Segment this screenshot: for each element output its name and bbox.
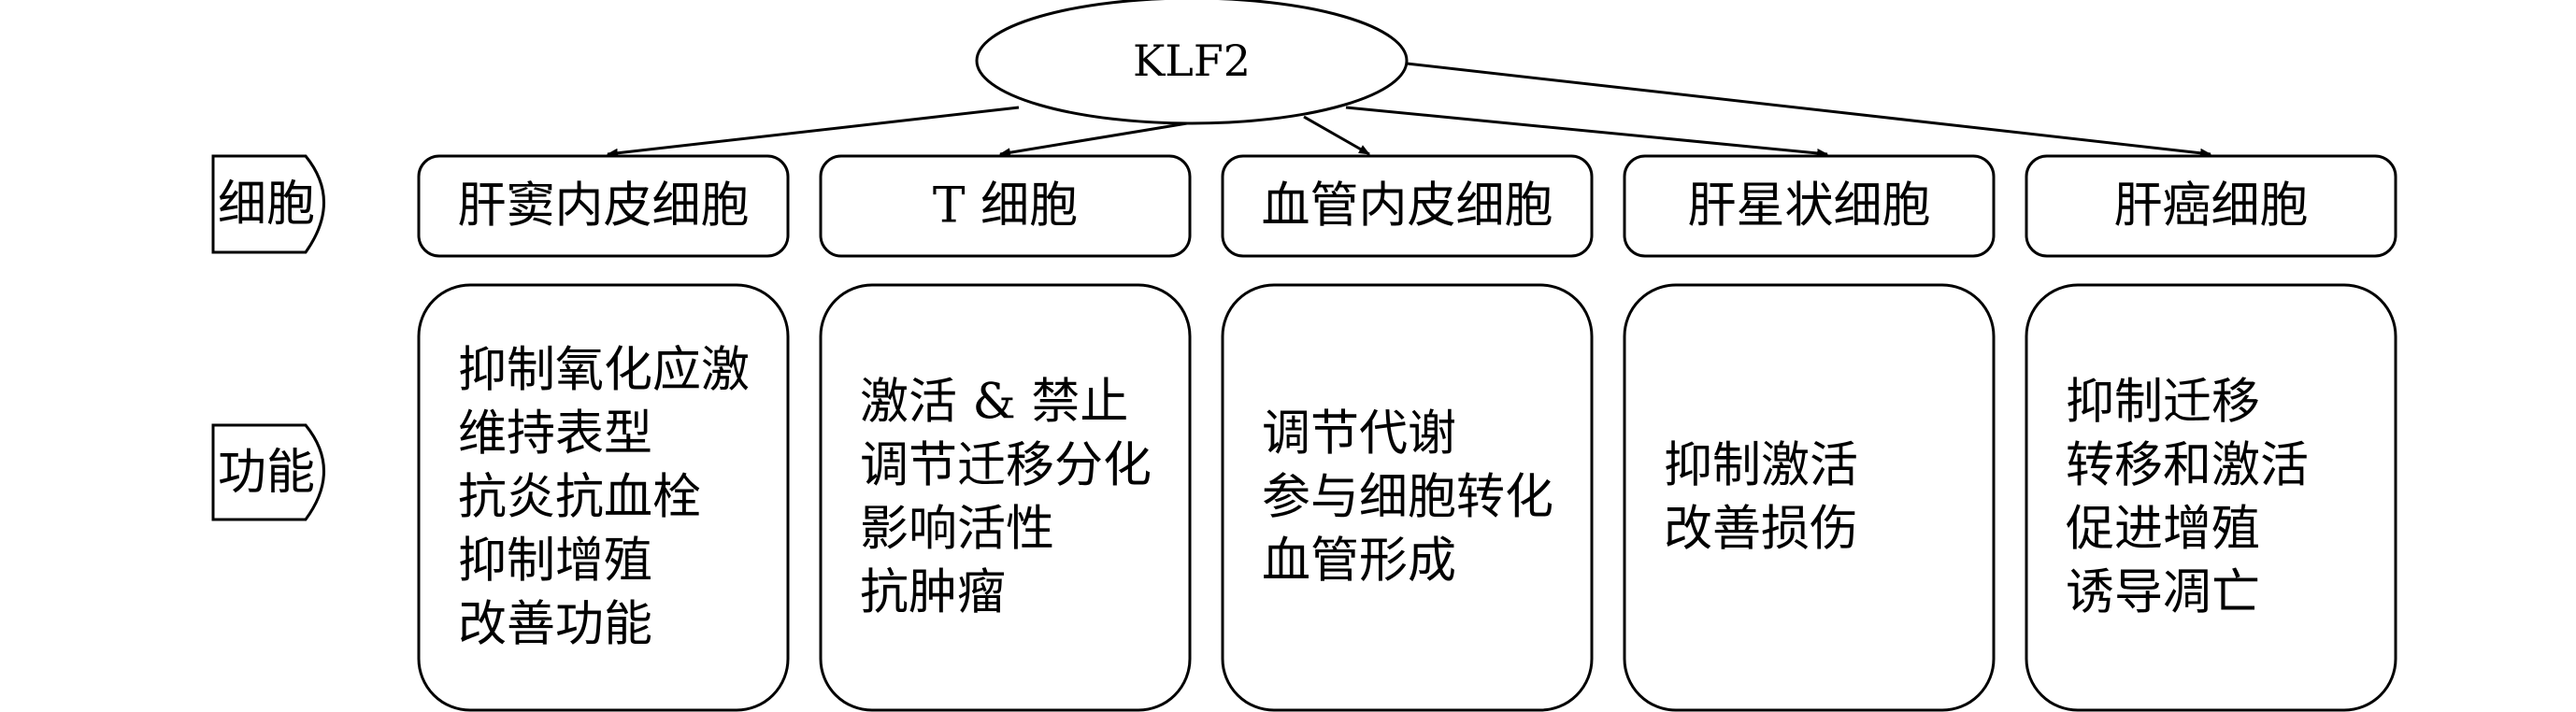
function-box-4 xyxy=(1623,283,1996,712)
function-item: 促进增殖 xyxy=(2066,502,2260,558)
root-label: KLF2 xyxy=(1133,36,1251,86)
arrow-to-cell-5 xyxy=(1406,62,2211,158)
function-item: 血管形成 xyxy=(1262,534,1456,590)
cell-label-3: 血管内皮细胞 xyxy=(1261,178,1553,235)
function-item: 抑制激活 xyxy=(1664,438,1858,494)
function-item: 改善损伤 xyxy=(1664,502,1858,558)
root-ellipse xyxy=(975,0,1409,125)
function-item: 调节代谢 xyxy=(1262,406,1456,463)
row-label-functions: 功能 xyxy=(211,423,325,521)
cell-box-1 xyxy=(417,154,790,258)
arrow-to-cell-1 xyxy=(607,106,1020,158)
function-item: 改善功能 xyxy=(458,597,652,653)
arrows xyxy=(607,62,2211,158)
function-item: 抑制氧化应激 xyxy=(458,343,750,399)
function-item: 维持表型 xyxy=(458,406,652,463)
function-item: 参与细胞转化 xyxy=(1262,470,1553,526)
row-label-cells-text: 细胞 xyxy=(218,177,315,233)
cell-box-3 xyxy=(1221,154,1594,258)
function-item: 抗肿瘤 xyxy=(860,565,1006,621)
function-item: 转移和激活 xyxy=(2066,438,2309,494)
function-box-5 xyxy=(2025,283,2397,712)
arrow-to-cell-3 xyxy=(1303,115,1370,156)
row-label-functions-text: 功能 xyxy=(218,445,315,501)
function-item: 抑制迁移 xyxy=(2066,375,2260,431)
function-box-3 xyxy=(1221,283,1594,712)
function-item: 抗炎抗血栓 xyxy=(458,470,701,526)
function-item: 抑制增殖 xyxy=(458,534,652,590)
cell-label-4: 肝星状细胞 xyxy=(1687,178,1930,235)
cell-label-2: T 细胞 xyxy=(933,178,1078,235)
cell-label-5: 肝癌细胞 xyxy=(2113,178,2308,235)
row-label-cells-shape xyxy=(211,154,325,254)
function-item: 影响活性 xyxy=(860,502,1054,558)
row-label-cells: 细胞 xyxy=(211,154,325,254)
function-box-1 xyxy=(417,283,790,712)
cell-box-5 xyxy=(2025,154,2397,258)
row-label-functions-shape xyxy=(211,423,325,521)
root-node: KLF2 xyxy=(975,0,1409,125)
cell-label-1: 肝窦内皮细胞 xyxy=(457,178,749,235)
function-box-2 xyxy=(819,283,1192,712)
arrow-to-cell-2 xyxy=(999,121,1188,158)
function-item: 激活 & 禁止 xyxy=(860,375,1128,431)
cell-box-2 xyxy=(819,154,1192,258)
function-item: 调节迁移分化 xyxy=(860,438,1152,494)
function-item: 诱导凋亡 xyxy=(2066,565,2260,621)
arrow-to-cell-4 xyxy=(1345,106,1828,158)
cell-box-4 xyxy=(1623,154,1996,258)
